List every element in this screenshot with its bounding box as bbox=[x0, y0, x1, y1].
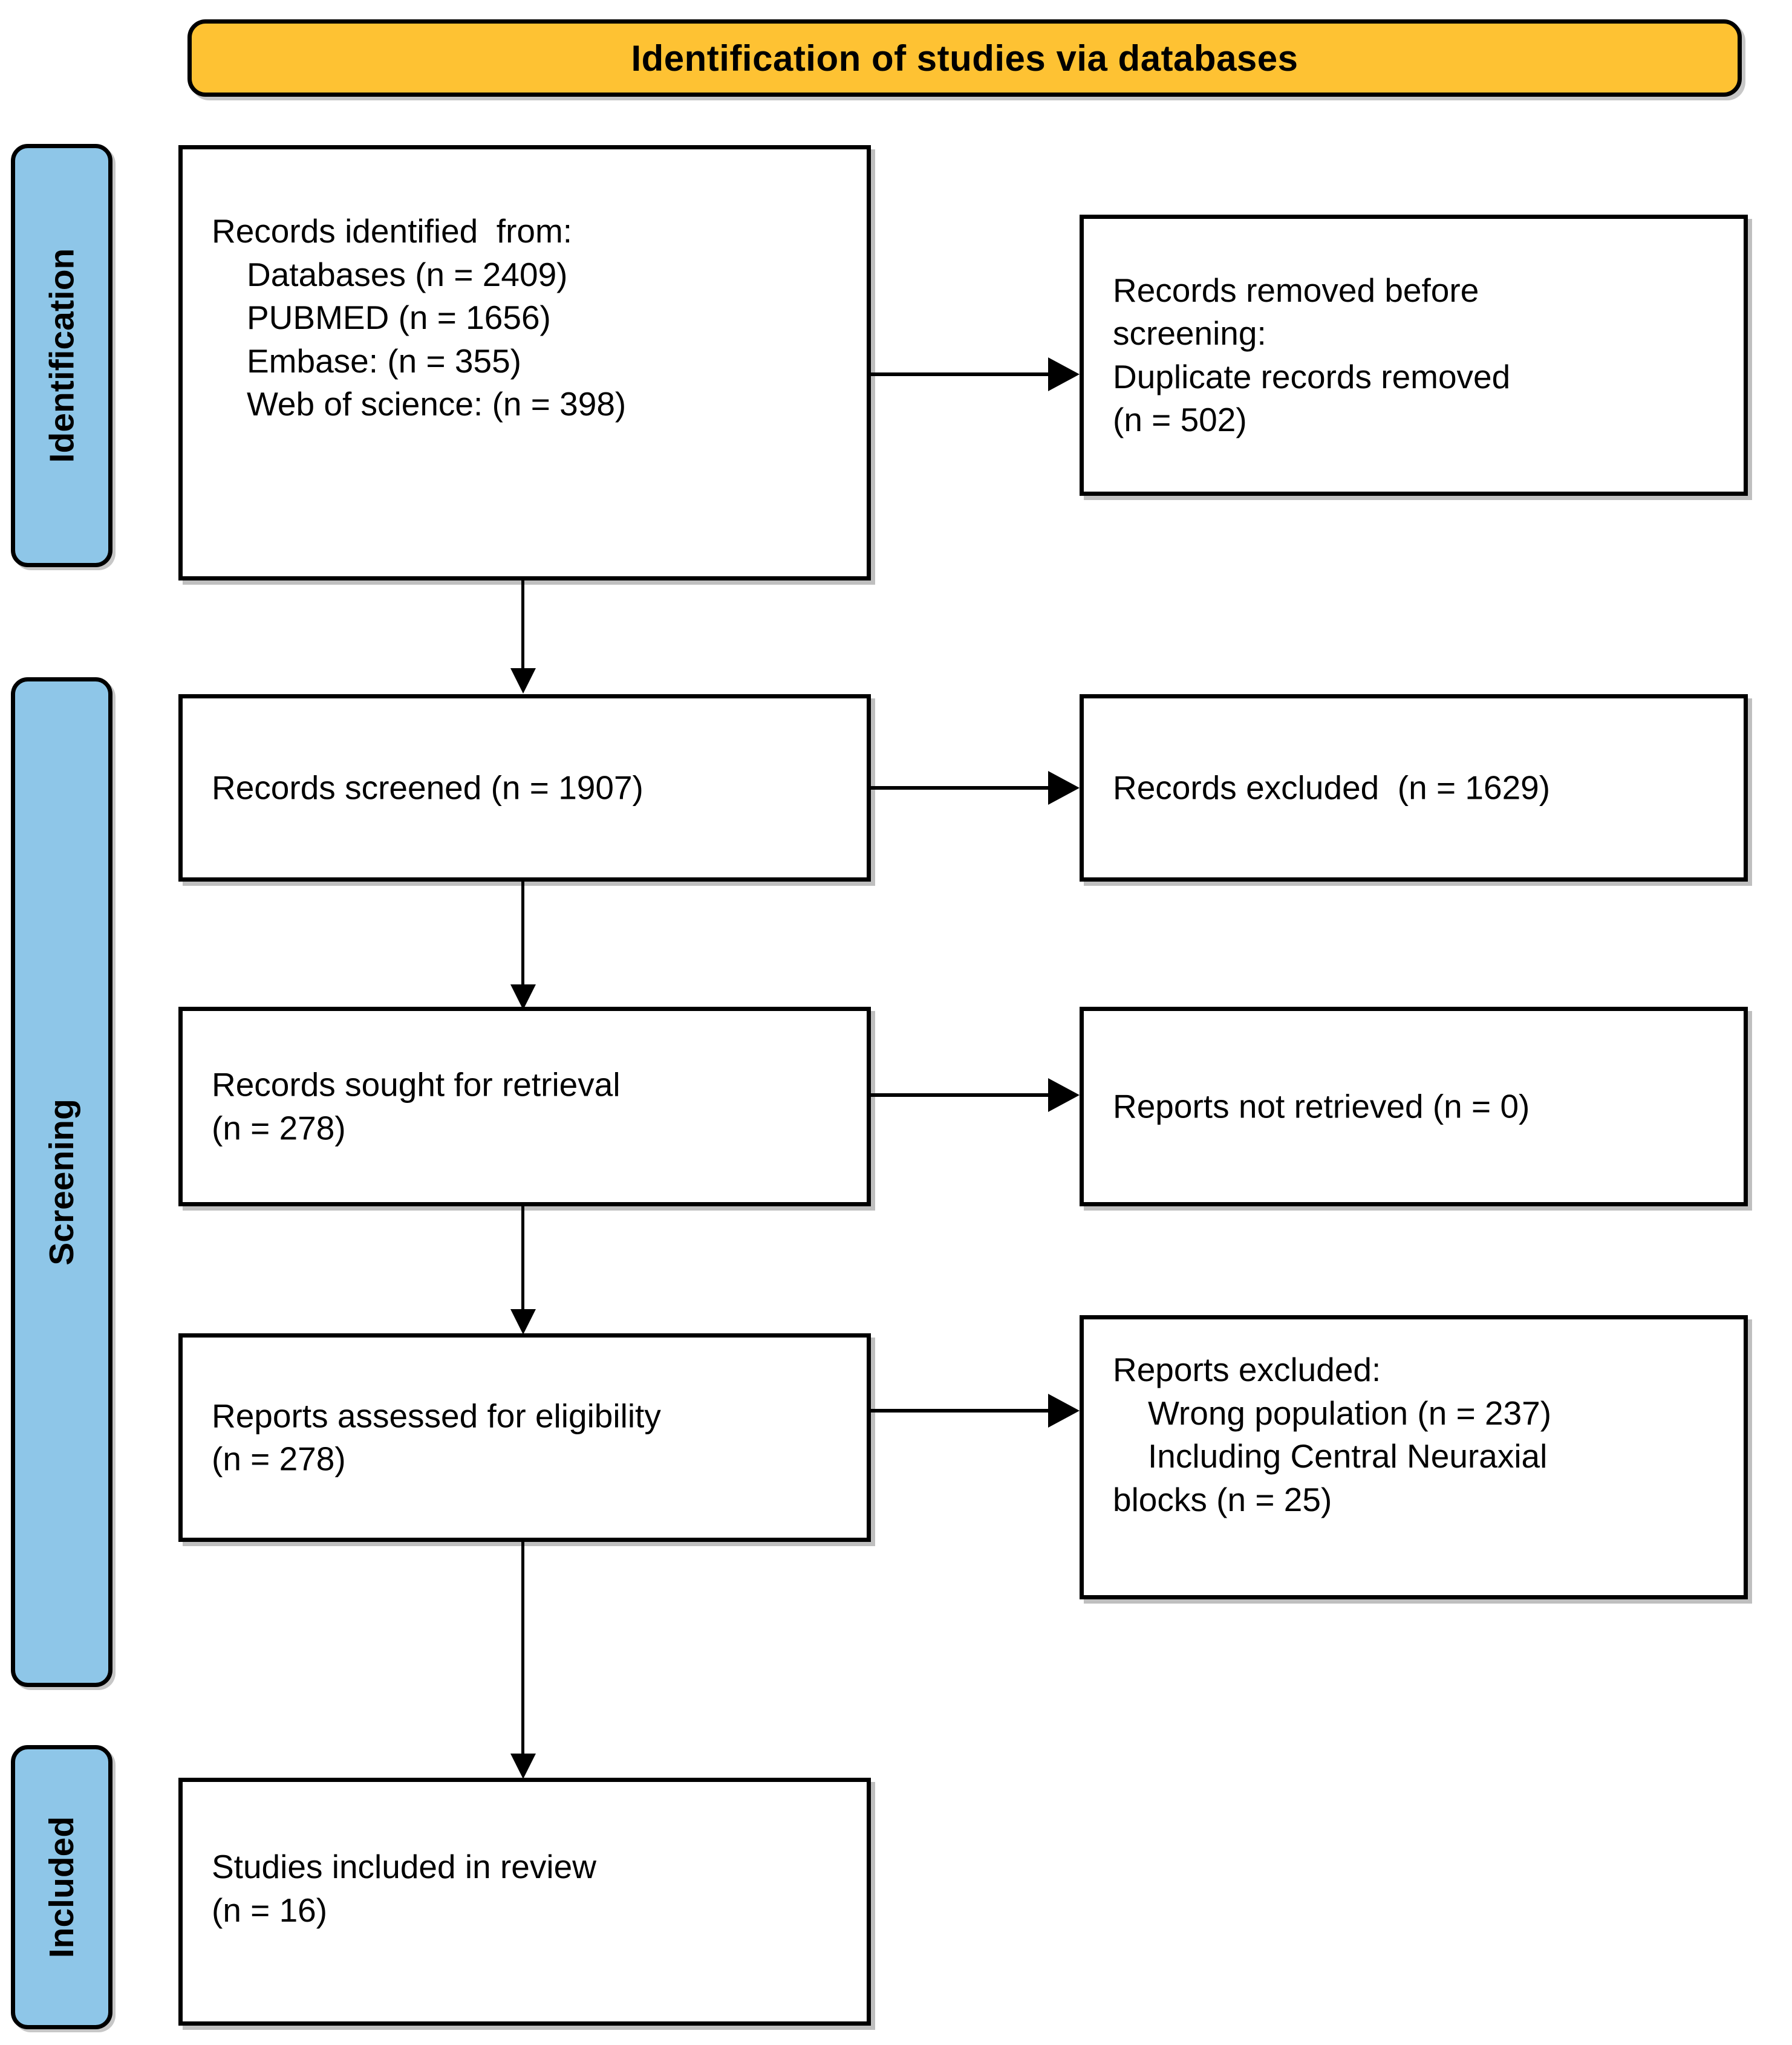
reports-assessed-line1: Reports assessed for eligibility bbox=[212, 1397, 661, 1434]
box-records-removed: Records removed before screening: Duplic… bbox=[1080, 215, 1748, 496]
records-removed-line4: (n = 502) bbox=[1113, 401, 1247, 438]
reports-excluded-line2: Wrong population (n = 237) bbox=[1148, 1394, 1552, 1432]
stage-label-included-text: Included bbox=[42, 1816, 82, 1959]
reports-not-retrieved-line1: Reports not retrieved (n = 0) bbox=[1113, 1087, 1530, 1125]
records-identified-line2: Databases (n = 2409) bbox=[247, 255, 568, 293]
reports-assessed-line2: (n = 278) bbox=[212, 1440, 346, 1478]
box-records-screened: Records screened (n = 1907) bbox=[178, 694, 871, 882]
connector-assessed-to-excluded-arrow bbox=[1048, 1394, 1080, 1428]
connector-screened-to-excluded-arrow bbox=[1048, 771, 1080, 805]
stage-label-included: Included bbox=[11, 1745, 112, 2029]
records-identified-line4: Embase: (n = 355) bbox=[247, 342, 521, 380]
phase-header-identification-databases: Identification of studies via databases bbox=[187, 19, 1742, 97]
reports-excluded-line4: blocks (n = 25) bbox=[1113, 1480, 1332, 1518]
box-reports-excluded-text: Reports excluded: Wrong population (n = 2… bbox=[1113, 1348, 1728, 1521]
connector-identified-to-removed-line bbox=[871, 372, 1052, 376]
connector-screened-to-sought-line bbox=[521, 882, 524, 987]
connector-identified-to-screened-arrow bbox=[510, 668, 536, 694]
records-sought-line2: (n = 278) bbox=[212, 1109, 346, 1146]
connector-screened-to-excluded-line bbox=[871, 786, 1052, 790]
records-removed-line3: Duplicate records removed bbox=[1113, 357, 1511, 395]
studies-included-line2: (n = 16) bbox=[212, 1891, 328, 1929]
box-reports-assessed: Reports assessed for eligibility (n = 27… bbox=[178, 1333, 871, 1542]
box-records-screened-text: Records screened (n = 1907) bbox=[212, 766, 851, 810]
records-excluded-line1: Records excluded (n = 1629) bbox=[1113, 769, 1551, 807]
records-identified-line1: Records identified from: bbox=[212, 212, 573, 250]
records-identified-line5: Web of science: (n = 398) bbox=[247, 385, 627, 423]
phase-header-label: Identification of studies via databases bbox=[631, 37, 1298, 79]
connector-identified-to-removed-arrow bbox=[1048, 357, 1080, 391]
box-records-excluded: Records excluded (n = 1629) bbox=[1080, 694, 1748, 882]
stage-label-identification: Identification bbox=[11, 144, 112, 567]
connector-assessed-to-included-arrow bbox=[510, 1754, 536, 1779]
connector-sought-to-not-retrieved-arrow bbox=[1048, 1078, 1080, 1112]
box-reports-excluded: Reports excluded: Wrong population (n = 2… bbox=[1080, 1315, 1748, 1599]
box-reports-not-retrieved: Reports not retrieved (n = 0) bbox=[1080, 1007, 1748, 1206]
records-removed-line2: screening: bbox=[1113, 314, 1266, 352]
box-reports-assessed-text: Reports assessed for eligibility (n = 27… bbox=[212, 1394, 851, 1481]
connector-sought-to-assessed-arrow bbox=[510, 1309, 536, 1335]
box-records-excluded-text: Records excluded (n = 1629) bbox=[1113, 766, 1728, 810]
box-studies-included-text: Studies included in review (n = 16) bbox=[212, 1845, 851, 1932]
reports-excluded-line3: Including Central Neuraxial bbox=[1148, 1437, 1548, 1475]
box-records-sought-text: Records sought for retrieval (n = 278) bbox=[212, 1064, 851, 1150]
connector-screened-to-sought-arrow bbox=[510, 984, 536, 1010]
box-records-sought: Records sought for retrieval (n = 278) bbox=[178, 1007, 871, 1206]
box-records-removed-text: Records removed before screening: Duplic… bbox=[1113, 269, 1728, 442]
records-identified-line3: PUBMED (n = 1656) bbox=[247, 299, 551, 336]
studies-included-line1: Studies included in review bbox=[212, 1848, 596, 1885]
records-removed-line1: Records removed before bbox=[1113, 271, 1479, 309]
box-reports-not-retrieved-text: Reports not retrieved (n = 0) bbox=[1113, 1085, 1728, 1128]
stage-label-identification-text: Identification bbox=[42, 248, 82, 463]
reports-excluded-line1: Reports excluded: bbox=[1113, 1351, 1381, 1388]
records-screened-line1: Records screened (n = 1907) bbox=[212, 769, 643, 807]
connector-sought-to-not-retrieved-line bbox=[871, 1093, 1052, 1097]
records-sought-line1: Records sought for retrieval bbox=[212, 1065, 621, 1104]
stage-label-screening-text: Screening bbox=[42, 1099, 81, 1266]
connector-sought-to-assessed-line bbox=[521, 1206, 524, 1312]
box-records-identified: Records identified from: Databases (n = 2… bbox=[178, 145, 871, 580]
connector-identified-to-screened-line bbox=[521, 580, 524, 671]
box-records-identified-text: Records identified from: Databases (n = 2… bbox=[212, 210, 851, 426]
connector-assessed-to-included-line bbox=[521, 1542, 524, 1757]
box-studies-included: Studies included in review (n = 16) bbox=[178, 1778, 871, 2026]
stage-label-screening: Screening bbox=[11, 677, 112, 1687]
connector-assessed-to-excluded-line bbox=[871, 1409, 1052, 1413]
